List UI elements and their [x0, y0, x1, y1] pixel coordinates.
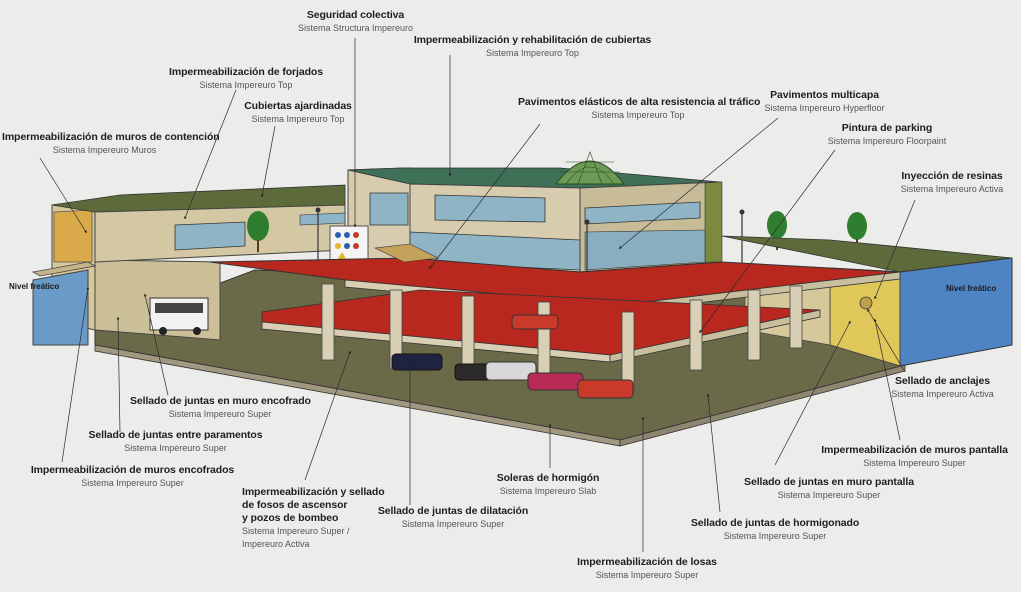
callout-title: Pavimentos multicapa — [770, 89, 879, 101]
callout-fosos-ascensor: Impermeabilización y sellado de fosos de… — [242, 486, 392, 551]
upper-window-1 — [369, 192, 409, 226]
callout-title: Impermeabilización de muros de contenció… — [2, 131, 220, 143]
callout-system-line: Sistema Impereuro Super / — [242, 526, 350, 536]
right-blue-wall — [899, 257, 1013, 367]
callout-title: Seguridad colectiva — [306, 9, 405, 21]
callout-sellado-anclajes: Sellado de anclajes Sistema Impereuro Ac… — [875, 375, 1010, 401]
callout-system: Sistema Impereuro Super — [124, 443, 227, 453]
callout-title: Sellado de juntas entre paramentos — [88, 429, 263, 441]
upper-window-2 — [434, 194, 546, 223]
callout-system: Sistema Impereuro Top — [251, 114, 345, 124]
callout-soleras-hormigon: Soleras de hormigón Sistema Impereuro Sl… — [478, 472, 618, 498]
callout-system: Sistema Impereuro Super — [723, 531, 827, 541]
callout-system: Sistema Impereuro Top — [199, 80, 293, 90]
callout-impermeabilizacion-losas: Impermeabilización de losas Sistema Impe… — [572, 556, 722, 582]
callout-title: Pintura de parking — [841, 122, 933, 134]
callout-system: Sistema Impereuro Activa — [900, 184, 1004, 194]
callout-title: Sellado de juntas en muro encofrado — [130, 395, 311, 407]
callout-system: Sistema Impereuro Muros — [52, 145, 157, 155]
basement-slab-right-edge — [619, 364, 906, 447]
callout-forjados: Impermeabilización de forjados Sistema I… — [160, 66, 332, 92]
callout-system: Sistema Impereuro Floorpaint — [827, 136, 947, 146]
callout-muros-pantalla: Impermeabilización de muros pantalla Sis… — [812, 444, 1017, 470]
callout-title: Sellado de juntas en muro pantalla — [744, 476, 914, 488]
callout-title-line: Impermeabilización y sellado — [242, 486, 385, 498]
upper-building-right-green — [704, 181, 723, 263]
callout-system-line: Impereuro Activa — [242, 539, 310, 549]
callout-cubiertas: Impermeabilización y rehabilitación de c… — [405, 34, 660, 60]
lamps — [317, 210, 743, 280]
callout-title-line: de fosos de ascensor — [242, 499, 348, 511]
callout-system: Sistema Impereuro Activa — [891, 389, 994, 399]
left-building-window — [174, 221, 246, 251]
dome — [555, 160, 625, 185]
bus — [149, 297, 209, 335]
callout-muros-encofrados: Impermeabilización de muros encofrados S… — [30, 464, 235, 490]
callout-title: Impermeabilización de losas — [577, 556, 717, 568]
columns — [321, 283, 803, 391]
left-building-window-2 — [299, 212, 346, 226]
callout-pintura-parking: Pintura de parking Sistema Impereuro Flo… — [812, 122, 962, 148]
callout-system: Sistema Impereuro Super — [168, 409, 272, 419]
cars — [391, 314, 634, 399]
callout-juntas-hormigonado: Sellado de juntas de hormigonado Sistema… — [685, 517, 865, 543]
callout-title: Sellado de juntas de hormigonado — [690, 517, 860, 529]
callout-seguridad-colectiva: Seguridad colectiva Sistema Structura Im… — [268, 9, 443, 35]
callout-juntas-muro-encofrado: Sellado de juntas en muro encofrado Sist… — [130, 395, 311, 421]
callout-system: Sistema Impereuro Super — [81, 478, 184, 488]
callout-title: Impermeabilización y rehabilitación de c… — [413, 34, 652, 46]
callout-muros-contencion: Impermeabilización de muros de contenció… — [2, 131, 220, 157]
callout-title: Sellado de juntas de dilatación — [377, 505, 529, 517]
callout-system: Sistema Impereuro Super — [777, 490, 881, 500]
callout-title: Soleras de hormigón — [496, 472, 600, 484]
callout-title: Pavimentos elásticos de alta resistencia… — [518, 96, 761, 108]
callout-inyeccion-resinas: Inyección de resinas Sistema Impereuro A… — [882, 170, 1021, 196]
trees — [247, 211, 867, 252]
callout-juntas-muro-pantalla: Sellado de juntas en muro pantalla Siste… — [740, 476, 918, 502]
anchor-plate — [859, 296, 873, 310]
water-level-label-left: Nivel freático — [9, 282, 60, 291]
callout-system: Sistema Structura Impereuro — [297, 23, 414, 33]
callout-system: Sistema Impereuro Top — [486, 48, 579, 58]
upper-glass-band-2 — [584, 229, 706, 271]
callout-title: Sellado de anclajes — [895, 375, 990, 387]
callout-title-line: y pozos de bombeo — [242, 512, 339, 524]
callout-title: Impermeabilización de muros pantalla — [821, 444, 1008, 456]
callout-system: Sistema Impereuro Super — [863, 458, 966, 468]
callout-juntas-dilatacion: Sellado de juntas de dilatación Sistema … — [372, 505, 534, 531]
left-yellow-wall — [53, 209, 93, 263]
callout-pavimentos-elasticos: Pavimentos elásticos de alta resistencia… — [518, 96, 761, 122]
callout-title: Cubiertas ajardinadas — [244, 100, 352, 112]
left-building-roof — [51, 184, 346, 213]
callout-title: Inyección de resinas — [901, 170, 1003, 182]
callout-system: Sistema Impereuro Slab — [499, 486, 597, 496]
callout-system: Sistema Impereuro Super — [595, 570, 699, 580]
callout-cubiertas-ajardinadas: Cubiertas ajardinadas Sistema Impereuro … — [228, 100, 368, 126]
water-level-label-right: Nivel freático — [946, 284, 997, 293]
callout-pavimentos-multicapa: Pavimentos multicapa Sistema Impereuro H… — [752, 89, 897, 115]
upper-window-3 — [584, 201, 701, 225]
callout-system: Sistema Impereuro Top — [591, 110, 685, 120]
callout-title: Impermeabilización de forjados — [169, 66, 323, 78]
left-blue-wall — [32, 269, 89, 346]
callout-juntas-paramentos: Sellado de juntas entre paramentos Siste… — [88, 429, 263, 455]
callout-system: Sistema Impereuro Super — [401, 519, 505, 529]
callout-system: Sistema Impereuro Hyperfloor — [764, 103, 885, 113]
callout-title: Impermeabilización de muros encofrados — [30, 464, 235, 476]
